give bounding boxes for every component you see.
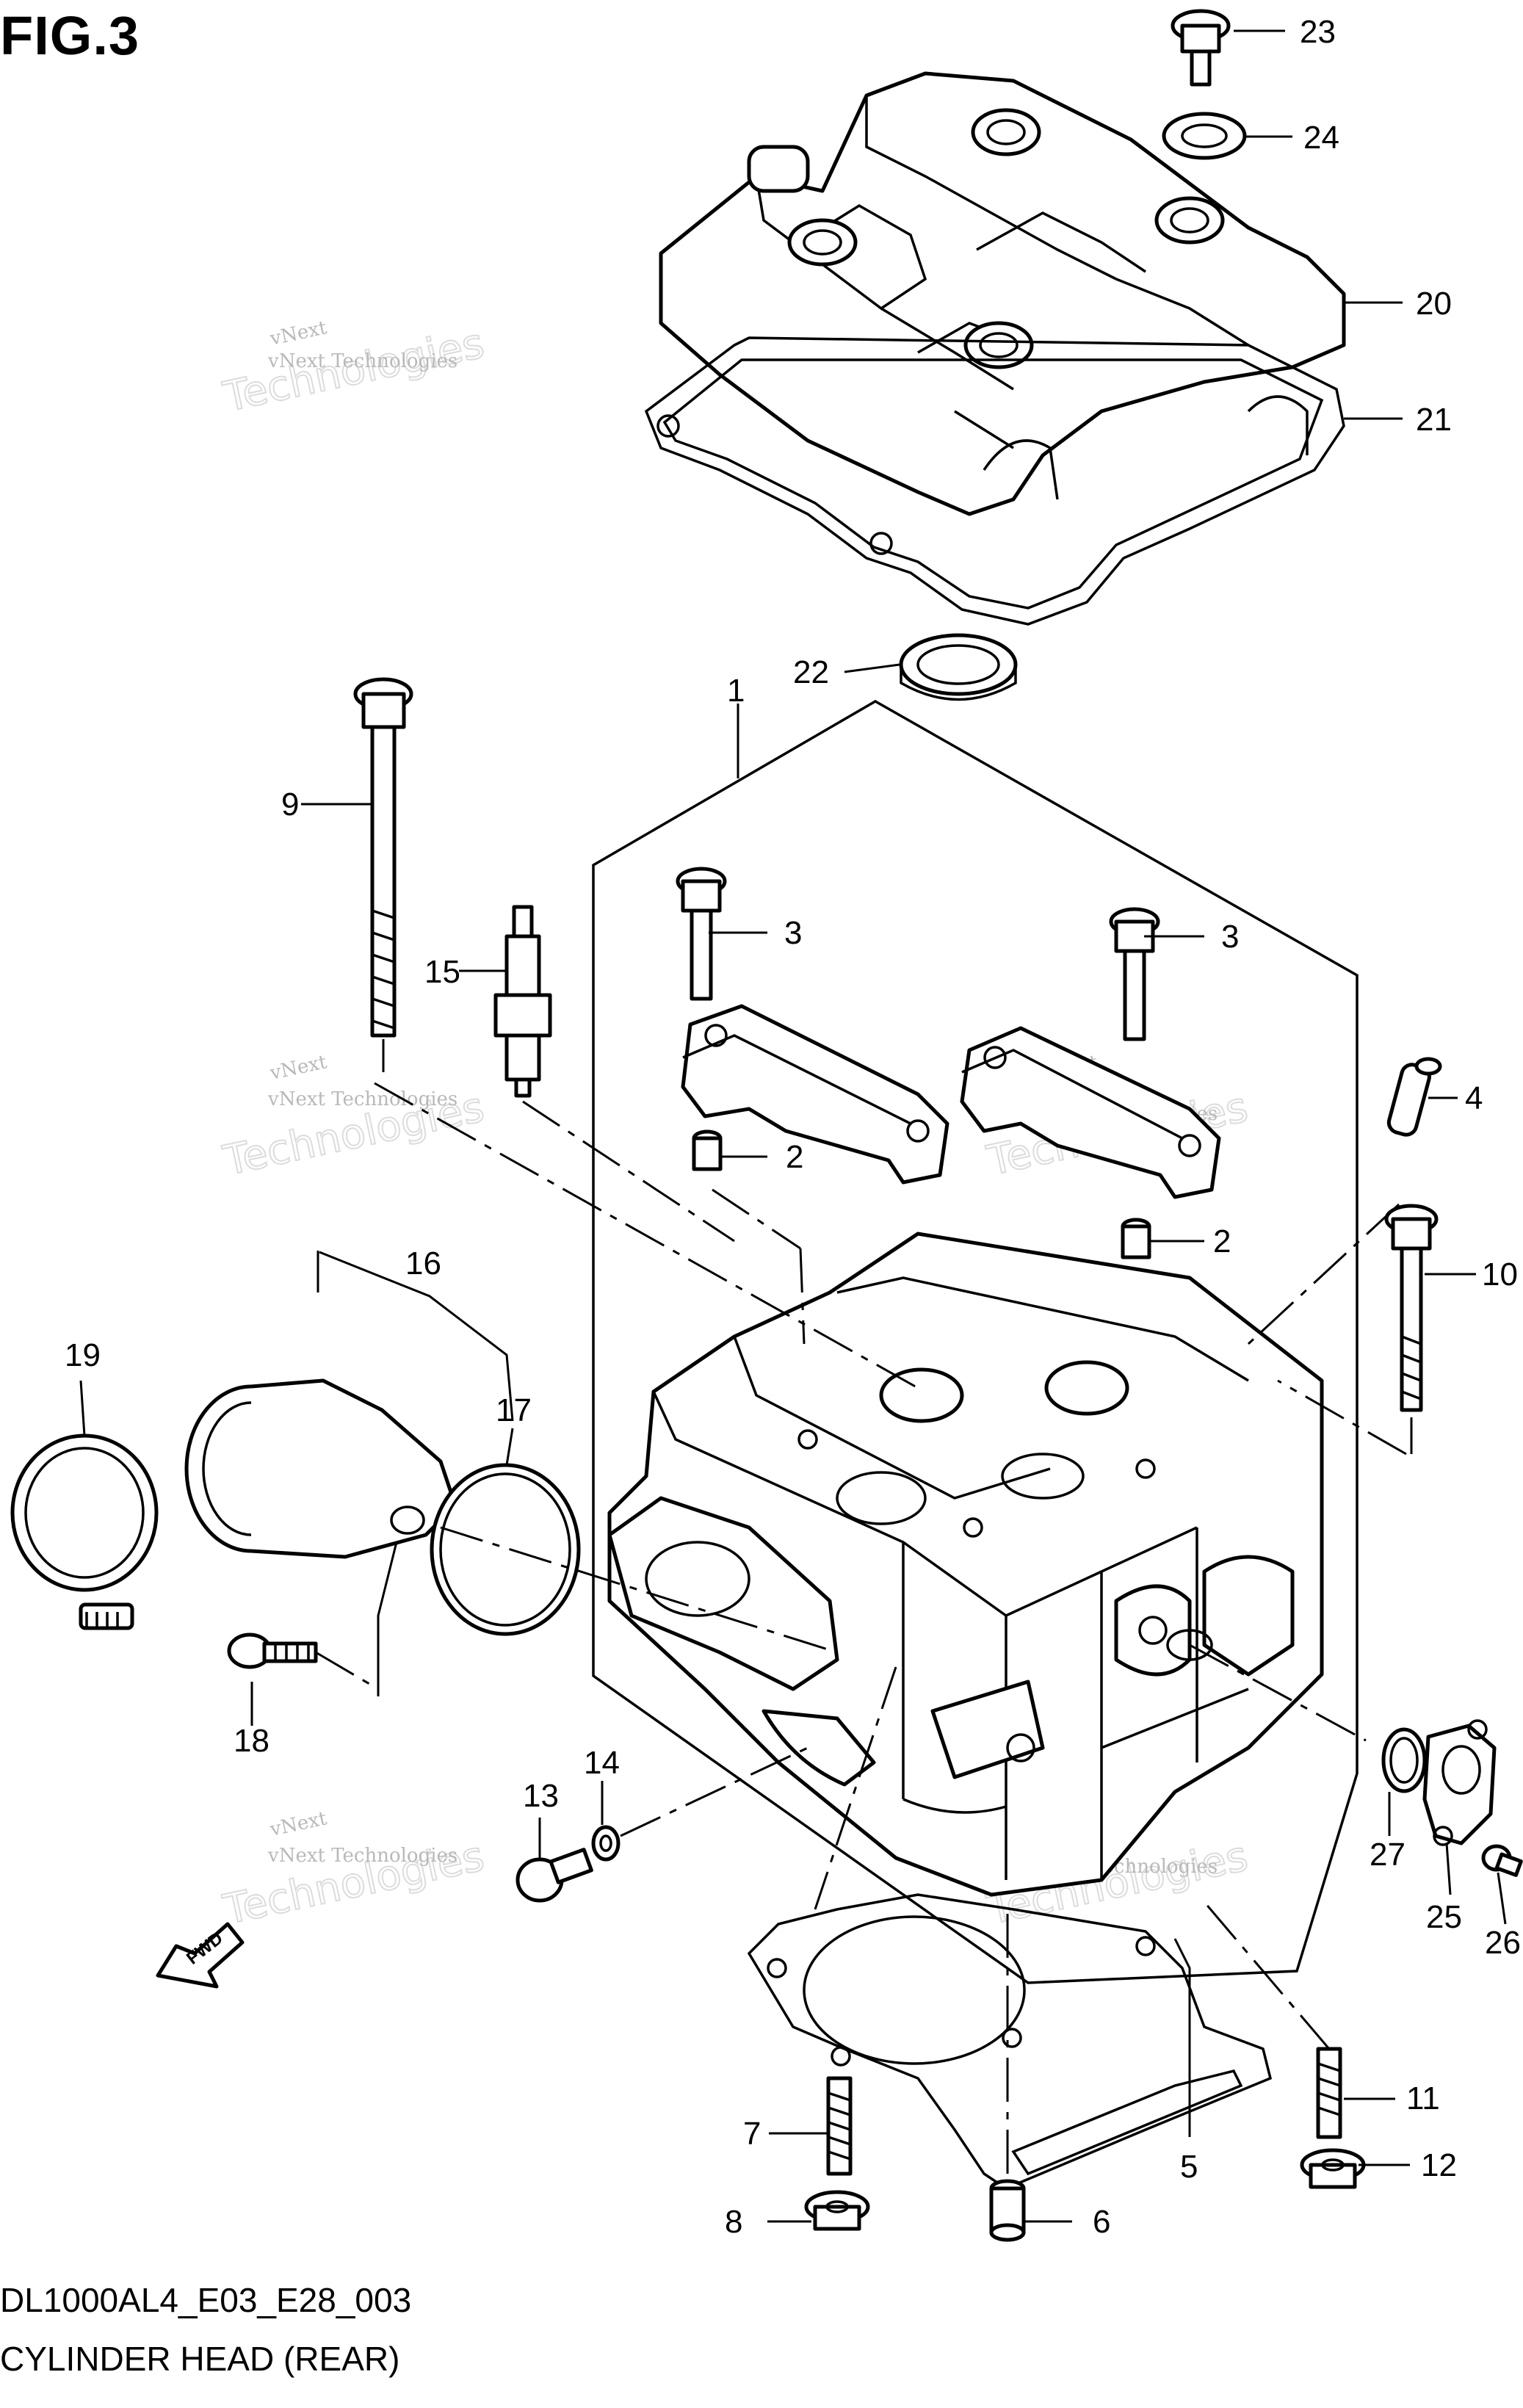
callout-16: 16 [405,1245,441,1281]
callout-27: 27 [1370,1837,1406,1873]
callout-22: 22 [793,654,829,690]
callout-18: 18 [234,1723,269,1759]
svg-text:vNext: vNext [267,317,329,350]
dash-intake-pipe [440,1526,838,1654]
cover-gasket [644,336,1345,626]
intake-o-ring [430,1463,581,1636]
callout-13: 13 [523,1778,559,1814]
watermark-bottom-left: Technologies vNext vNext Technologies [218,1807,488,1935]
leader-lines [79,29,1507,2223]
plug-seal [899,633,1018,701]
dash-side-cap [1189,1644,1367,1742]
cover-gasket-inner [662,358,1324,610]
svg-text:vNext Technologies: vNext Technologies [267,350,457,372]
camshaft-journal-holder-left [681,1004,949,1185]
dash-oil-jet [1247,1203,1400,1345]
callout-14: 14 [584,1745,620,1781]
callout-3-right: 3 [1221,919,1239,955]
sealing-washer [591,1825,621,1862]
callout-1: 1 [727,673,745,709]
callout-9: 9 [281,787,299,822]
intake-pipe [184,1378,457,1559]
intake-pipe-screw [227,1633,318,1669]
callout-5: 5 [1180,2149,1198,2185]
flange-bolt [515,1848,593,1903]
head-assembly-frame [592,699,1359,1984]
oil-jet-pin [1386,1057,1442,1137]
callout-15: 15 [424,954,460,990]
callout-19: 19 [65,1337,101,1373]
callout-7: 7 [743,2116,761,2152]
cylinder-head-bolt-side [1384,1204,1439,1412]
dash-stud-left [814,1666,897,1910]
cover-grommet [1162,112,1247,160]
dash-bolt10 [1277,1379,1407,1456]
dash-stud-right [1203,1901,1331,2050]
dash-washer [620,1746,808,1837]
side-o-ring [1381,1727,1427,1793]
dowel-pin-lower [1121,1218,1151,1259]
callout-25: 25 [1426,1899,1462,1935]
svg-text:vNext: vNext [267,1807,329,1841]
model-code: DL1000AL4_E03_E28_003 [0,2281,412,2319]
journal-bolt-left [676,867,727,1001]
dash-dowel-upper-b [799,1248,806,1345]
figure-title: FIG.3 [0,5,140,66]
spark-plug [493,905,552,1098]
svg-text:vNext: vNext [267,1051,329,1085]
cylinder-head-cover [659,71,1346,516]
callout-2-lower: 2 [1213,1223,1231,1259]
svg-text:vNext Technologies: vNext Technologies [267,1088,457,1110]
dash-bolt9 [374,1082,919,1389]
camshaft-journal-holder-right [960,1026,1221,1199]
flange-nut-right [1300,2148,1366,2189]
callout-labels: 1 2 2 3 3 4 5 6 7 8 9 10 11 12 13 14 15 … [65,14,1521,2240]
callout-24: 24 [1303,120,1339,156]
dowel-pin-gasket [989,2179,1026,2242]
dowel-pin-upper [692,1129,723,1171]
callout-21: 21 [1416,402,1452,438]
callout-17: 17 [496,1392,532,1428]
stud-bolt-right [1316,2047,1342,2139]
callout-26: 26 [1485,1925,1521,1961]
cylinder-head-gasket [747,1893,1273,2190]
diagram-caption: CYLINDER HEAD (REAR) [0,2340,400,2378]
dash-screw [315,1651,379,1691]
side-cap [1422,1719,1497,1846]
cylinder-head-bolt-long [353,677,413,1038]
gasket-eyelet-left [656,414,680,438]
stud-bolt-left [826,2076,853,2176]
fwd-arrow-icon: FWD [156,1922,245,1989]
dash-sparkplug [522,1100,735,1243]
callout-2-upper: 2 [786,1139,803,1175]
svg-text:vNext Technologies: vNext Technologies [267,1845,457,1867]
callout-12: 12 [1421,2147,1457,2183]
callout-10: 10 [1482,1257,1518,1292]
watermark-mid-left: Technologies vNext vNext Technologies [218,1051,488,1186]
callout-4: 4 [1465,1080,1483,1116]
callout-6: 6 [1093,2204,1110,2240]
side-cap-bolt [1481,1844,1523,1877]
dash-dowel-upper [712,1188,801,1250]
journal-bolt-right [1109,907,1160,1041]
watermark-top-left: Technologies vNext vNext Technologies [218,317,488,422]
gasket-eyelet-mid [869,532,893,555]
callout-11: 11 [1406,2080,1440,2116]
callout-8: 8 [725,2204,742,2240]
callout-20: 20 [1416,286,1452,322]
callout-23: 23 [1300,14,1336,50]
flange-nut-left [804,2190,870,2231]
cylinder-head-body [607,1232,1324,1897]
callout-3-left: 3 [784,915,802,951]
intake-clamp [10,1433,159,1630]
cover-cap-bolt [1171,9,1231,87]
